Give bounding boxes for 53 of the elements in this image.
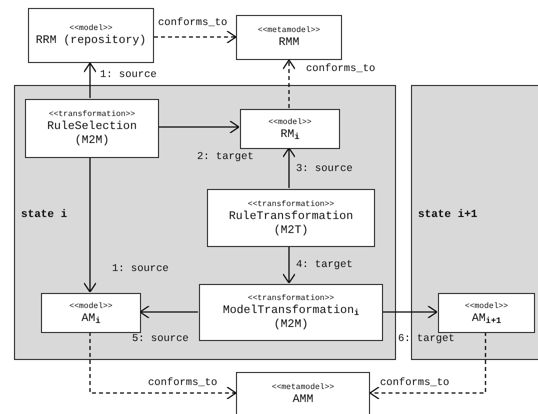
panel-title: state i	[21, 209, 68, 221]
dependency-arrow	[369, 332, 486, 400]
state-panel	[14, 85, 396, 360]
arrow	[282, 246, 296, 284]
stereotype-label: <<transformation>>	[48, 109, 136, 120]
edge-label: 3: source	[296, 163, 353, 175]
arrow	[83, 157, 97, 293]
arrow	[83, 62, 97, 98]
state-panel	[411, 85, 538, 360]
edge-label: 1: source	[100, 69, 157, 81]
element-name: RRM (repository)	[36, 34, 146, 48]
stereotype-label: <<model>>	[69, 300, 113, 312]
arrow	[158, 120, 240, 134]
uml-class-box	[236, 372, 370, 414]
edge-label: conforms_to	[306, 63, 376, 75]
stereotype-label: <<metamodel>>	[272, 382, 334, 392]
edge-label: conforms_to	[158, 17, 228, 29]
uml-class-box	[28, 8, 154, 63]
edge-label: 6: target	[398, 333, 455, 345]
uml-class-box	[41, 293, 141, 333]
arrow	[382, 305, 438, 319]
uml-class-box	[25, 99, 159, 158]
element-name: AMM	[292, 392, 314, 406]
element-name: AM$_{i}$	[82, 312, 100, 326]
element-name: RM$_{i}$	[280, 128, 300, 142]
stereotype-label: <<transformation>>	[248, 198, 334, 210]
stereotype-label: <<model>>	[268, 116, 312, 128]
edge-label: 5: source	[132, 333, 189, 345]
panel-title: state i+1	[418, 209, 478, 221]
arrow	[282, 147, 296, 188]
uml-class-box	[207, 189, 375, 247]
edge-label: 4: target	[296, 259, 353, 271]
stereotype-label: <<transformation>>	[248, 293, 334, 304]
uml-class-box	[438, 293, 535, 333]
element-name: RuleTransformation (M2T)	[228, 210, 354, 238]
edge-label: 1: source	[112, 263, 169, 275]
edge-label: 2: target	[197, 151, 254, 163]
dependency-arrow	[154, 30, 237, 44]
stereotype-label: <<model>>	[464, 300, 508, 312]
element-name: RMM	[278, 36, 300, 50]
stereotype-label: <<model>>	[69, 23, 113, 34]
arrow	[139, 305, 198, 319]
edge-label: conforms_to	[148, 377, 218, 389]
element-name: ModelTransformation$_{i}$ (M2M)	[222, 304, 360, 332]
uml-class-box	[236, 15, 342, 60]
stereotype-label: <<metamodel>>	[258, 25, 320, 36]
uml-class-box	[240, 109, 340, 149]
element-name: RuleSelection (M2M)	[46, 120, 138, 148]
edge-label: conforms_to	[380, 377, 450, 389]
dependency-arrow	[282, 59, 296, 108]
element-name: AM$_{i+1}$	[472, 312, 502, 326]
uml-class-box	[199, 284, 383, 341]
dependency-arrow	[89, 332, 237, 400]
